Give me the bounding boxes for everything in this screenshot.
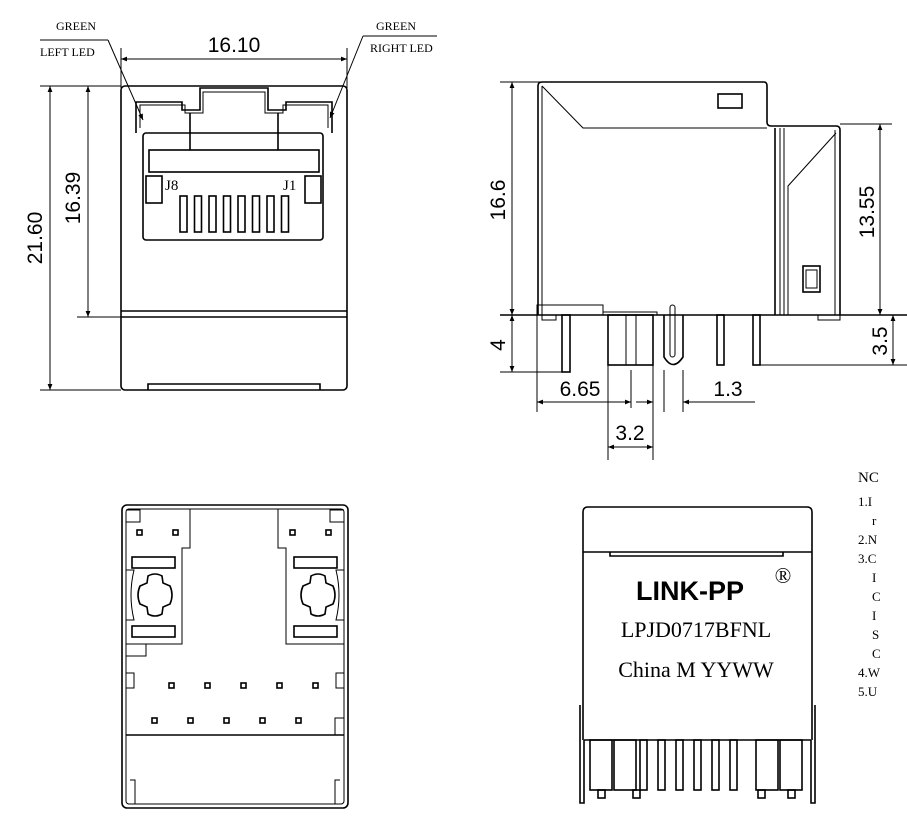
left-led-label-line1: GREEN	[56, 19, 96, 33]
slot-dim-text: 1.3	[713, 378, 742, 401]
note-line: C	[872, 646, 881, 661]
side-height-dim-text: 16.6	[487, 180, 510, 221]
pin-holes	[151, 682, 319, 724]
rear-height-dim-text: 13.55	[856, 186, 879, 239]
jack-body	[120, 85, 348, 391]
note-line: 1.I	[858, 494, 872, 509]
note-line: I	[872, 608, 876, 623]
brand-logo: LINK-PP	[636, 576, 744, 606]
mounting-post-right	[300, 573, 336, 617]
mounting-post-left	[137, 573, 173, 617]
note-line: I	[872, 570, 876, 585]
pitch-dim-text: 3.2	[615, 422, 644, 445]
rear-view: LINK-PP ® LPJD0717BFNL China M YYWW	[579, 506, 816, 804]
right-led-label-line2: RIGHT LED	[370, 41, 433, 55]
right-pin-length-text: 3.5	[869, 326, 892, 355]
left-pin-length-text: 4	[487, 339, 510, 351]
offset-dim-text: 6.65	[560, 378, 601, 401]
total-height-dim-text: 21.60	[24, 212, 47, 265]
side-view: 16.6 4 13.55 3.5 6.65 1.3 3.2	[487, 81, 907, 460]
note-line: 2.N	[858, 532, 878, 547]
contact-pins	[179, 195, 290, 233]
note-line: 3.C	[858, 551, 876, 566]
right-led-label-line1: GREEN	[376, 19, 416, 33]
left-led-leader	[107, 39, 144, 121]
left-led-label-line2: LEFT LED	[40, 45, 95, 59]
note-line: 5.U	[858, 684, 878, 699]
bottom-view	[121, 504, 349, 809]
notes-title: NC	[858, 470, 879, 486]
note-line: 4.W	[858, 665, 881, 680]
rj45-opening	[142, 132, 324, 241]
pin-label-j1: J1	[283, 178, 296, 194]
front-view: GREEN LEFT LED GREEN RIGHT LED 16.10 21.…	[24, 19, 437, 391]
body-height-dim-text: 16.39	[62, 172, 85, 225]
note-line: C	[872, 589, 881, 604]
origin-date-code: China M YYWW	[618, 657, 774, 682]
notes: NC 1.I r 2.N 3.C I C I S C 4.W 5.U	[858, 470, 881, 699]
registered-mark: ®	[775, 563, 792, 588]
note-line: S	[872, 627, 879, 642]
width-dim-text: 16.10	[208, 34, 261, 57]
note-line: r	[872, 513, 877, 528]
part-number: LPJD0717BFNL	[621, 617, 771, 642]
rear-pins	[589, 739, 803, 799]
pin-label-j8: J8	[165, 178, 178, 194]
